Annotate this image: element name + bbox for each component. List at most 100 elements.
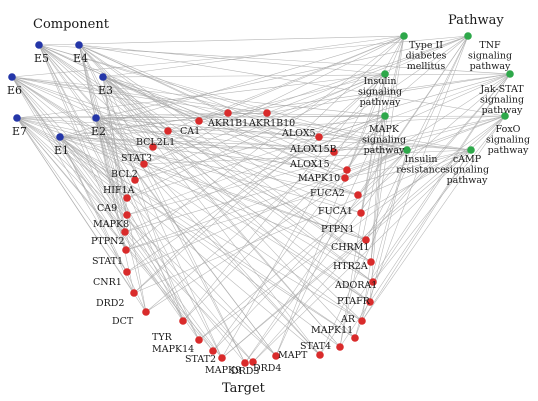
component-node-e4[interactable] <box>75 41 83 49</box>
pathway-label-0-line-1: diabetes <box>406 51 447 62</box>
edge-target-pathway <box>354 149 408 339</box>
target-node-ca9[interactable] <box>123 194 131 202</box>
component-node-e6[interactable] <box>8 73 16 81</box>
target-node-ptpn1[interactable] <box>362 236 370 244</box>
edge-component-target <box>38 44 154 148</box>
target-node-drd2[interactable] <box>130 289 138 297</box>
pathway-label-6-line-1: resistance <box>396 165 446 176</box>
edge-target-pathway <box>252 115 506 363</box>
target-node-mapk11[interactable] <box>336 343 344 351</box>
pathway-node-3[interactable] <box>506 70 514 78</box>
target-node-akr1b10[interactable] <box>263 109 271 117</box>
target-node-ptpn2[interactable] <box>121 228 129 236</box>
target-node-ptafr[interactable] <box>358 317 366 325</box>
edge-component-pathway <box>38 44 408 151</box>
edge-component-target <box>38 44 136 181</box>
target-node-mapk9[interactable] <box>218 354 226 362</box>
edge-component-target <box>95 117 223 359</box>
edge-component-target <box>59 136 356 339</box>
edge-target-pathway <box>266 73 511 114</box>
component-node-e5[interactable] <box>35 41 43 49</box>
target-label-fuca2: FUCA2 <box>310 188 345 199</box>
target-node-fuca2[interactable] <box>354 191 362 199</box>
pathway-node-6[interactable] <box>403 146 411 154</box>
edge-component-target <box>95 117 145 165</box>
target-node-stat2[interactable] <box>209 347 217 355</box>
target-node-hif1a[interactable] <box>131 176 139 184</box>
target-node-fuca1[interactable] <box>357 209 365 217</box>
component-node-e3[interactable] <box>99 73 107 81</box>
edge-target-pathway <box>198 73 511 341</box>
target-node-stat4[interactable] <box>316 351 324 359</box>
target-node-chrm1[interactable] <box>367 258 375 266</box>
edge-target-pathway <box>244 35 469 364</box>
edge-component-target <box>95 117 184 322</box>
pathway-node-7[interactable] <box>467 146 475 154</box>
target-node-mapt[interactable] <box>272 352 280 360</box>
edge-target-pathway <box>134 35 469 181</box>
edge-target-pathway <box>275 73 386 357</box>
target-node-mapk10[interactable] <box>341 174 349 182</box>
target-node-htr2a[interactable] <box>369 278 377 286</box>
target-node-bcl2[interactable] <box>140 160 148 168</box>
target-node-adora1[interactable] <box>366 298 374 306</box>
pathway-label-5-line-1: signaling <box>486 135 530 146</box>
target-label-stat4: STAT4 <box>300 341 331 352</box>
target-node-stat1[interactable] <box>122 246 130 254</box>
target-label-cnr1: CNR1 <box>93 277 122 288</box>
edge-component-target <box>59 136 128 199</box>
edge-target-pathway <box>361 35 405 322</box>
edge-component-target <box>16 117 367 241</box>
edge-target-pathway <box>354 35 469 339</box>
edge-component-target <box>11 76 362 214</box>
target-label-dct: DCT <box>112 316 134 327</box>
target-node-mapk8[interactable] <box>123 211 131 219</box>
edge-component-pathway <box>38 35 405 46</box>
pathway-label-4-line-0: MAPK <box>369 124 400 135</box>
edge-component-pathway <box>38 44 511 75</box>
target-node-mapk14[interactable] <box>195 336 203 344</box>
edge-component-target <box>16 117 214 352</box>
target-node-alox5[interactable] <box>315 133 323 141</box>
target-node-cnr1[interactable] <box>123 268 131 276</box>
edge-component-target <box>95 117 200 122</box>
edge-component-target <box>95 112 268 119</box>
target-node-ar[interactable] <box>351 334 359 342</box>
target-node-akr1b1[interactable] <box>224 109 232 117</box>
edge-component-target <box>59 136 135 294</box>
pathway-node-4[interactable] <box>381 112 389 120</box>
pathway-node-0[interactable] <box>400 32 408 40</box>
target-node-drd3[interactable] <box>241 359 249 367</box>
edge-component-target <box>16 117 335 153</box>
target-label-fuca1: FUCA1 <box>318 206 353 217</box>
edge-target-pathway <box>134 73 511 181</box>
target-node-ca1[interactable] <box>195 117 203 125</box>
edge-component-target <box>102 76 154 148</box>
edge-target-pathway <box>369 149 408 303</box>
target-node-stat3[interactable] <box>149 143 157 151</box>
edge-component-target <box>95 117 277 357</box>
target-label-ptpn1: PTPN1 <box>321 224 354 235</box>
pathway-label-3-line-0: Jak-STAT <box>479 84 524 95</box>
target-label-mapk9: MAPK9 <box>205 365 241 376</box>
edge-component-target <box>102 76 147 313</box>
target-node-alox15[interactable] <box>343 166 351 174</box>
edge-component-target <box>11 76 367 241</box>
pathway-node-1[interactable] <box>464 32 472 40</box>
component-node-e2[interactable] <box>92 114 100 122</box>
target-label-mapk14: MAPK14 <box>152 344 194 355</box>
edge-target-pathway <box>152 35 469 148</box>
target-node-alox15b[interactable] <box>330 148 338 156</box>
target-node-tyr[interactable] <box>179 317 187 325</box>
target-node-bcl2l1[interactable] <box>164 127 172 135</box>
component-node-e1[interactable] <box>56 133 64 141</box>
edge-target-pathway <box>124 115 386 233</box>
pathway-node-5[interactable] <box>501 112 509 120</box>
target-label-ptafr: PTAFR <box>337 296 371 307</box>
pathway-node-2[interactable] <box>381 70 389 78</box>
component-node-e7[interactable] <box>13 114 21 122</box>
target-node-drd4[interactable] <box>249 358 257 366</box>
edge-component-target <box>11 76 320 138</box>
target-node-dct[interactable] <box>142 308 150 316</box>
